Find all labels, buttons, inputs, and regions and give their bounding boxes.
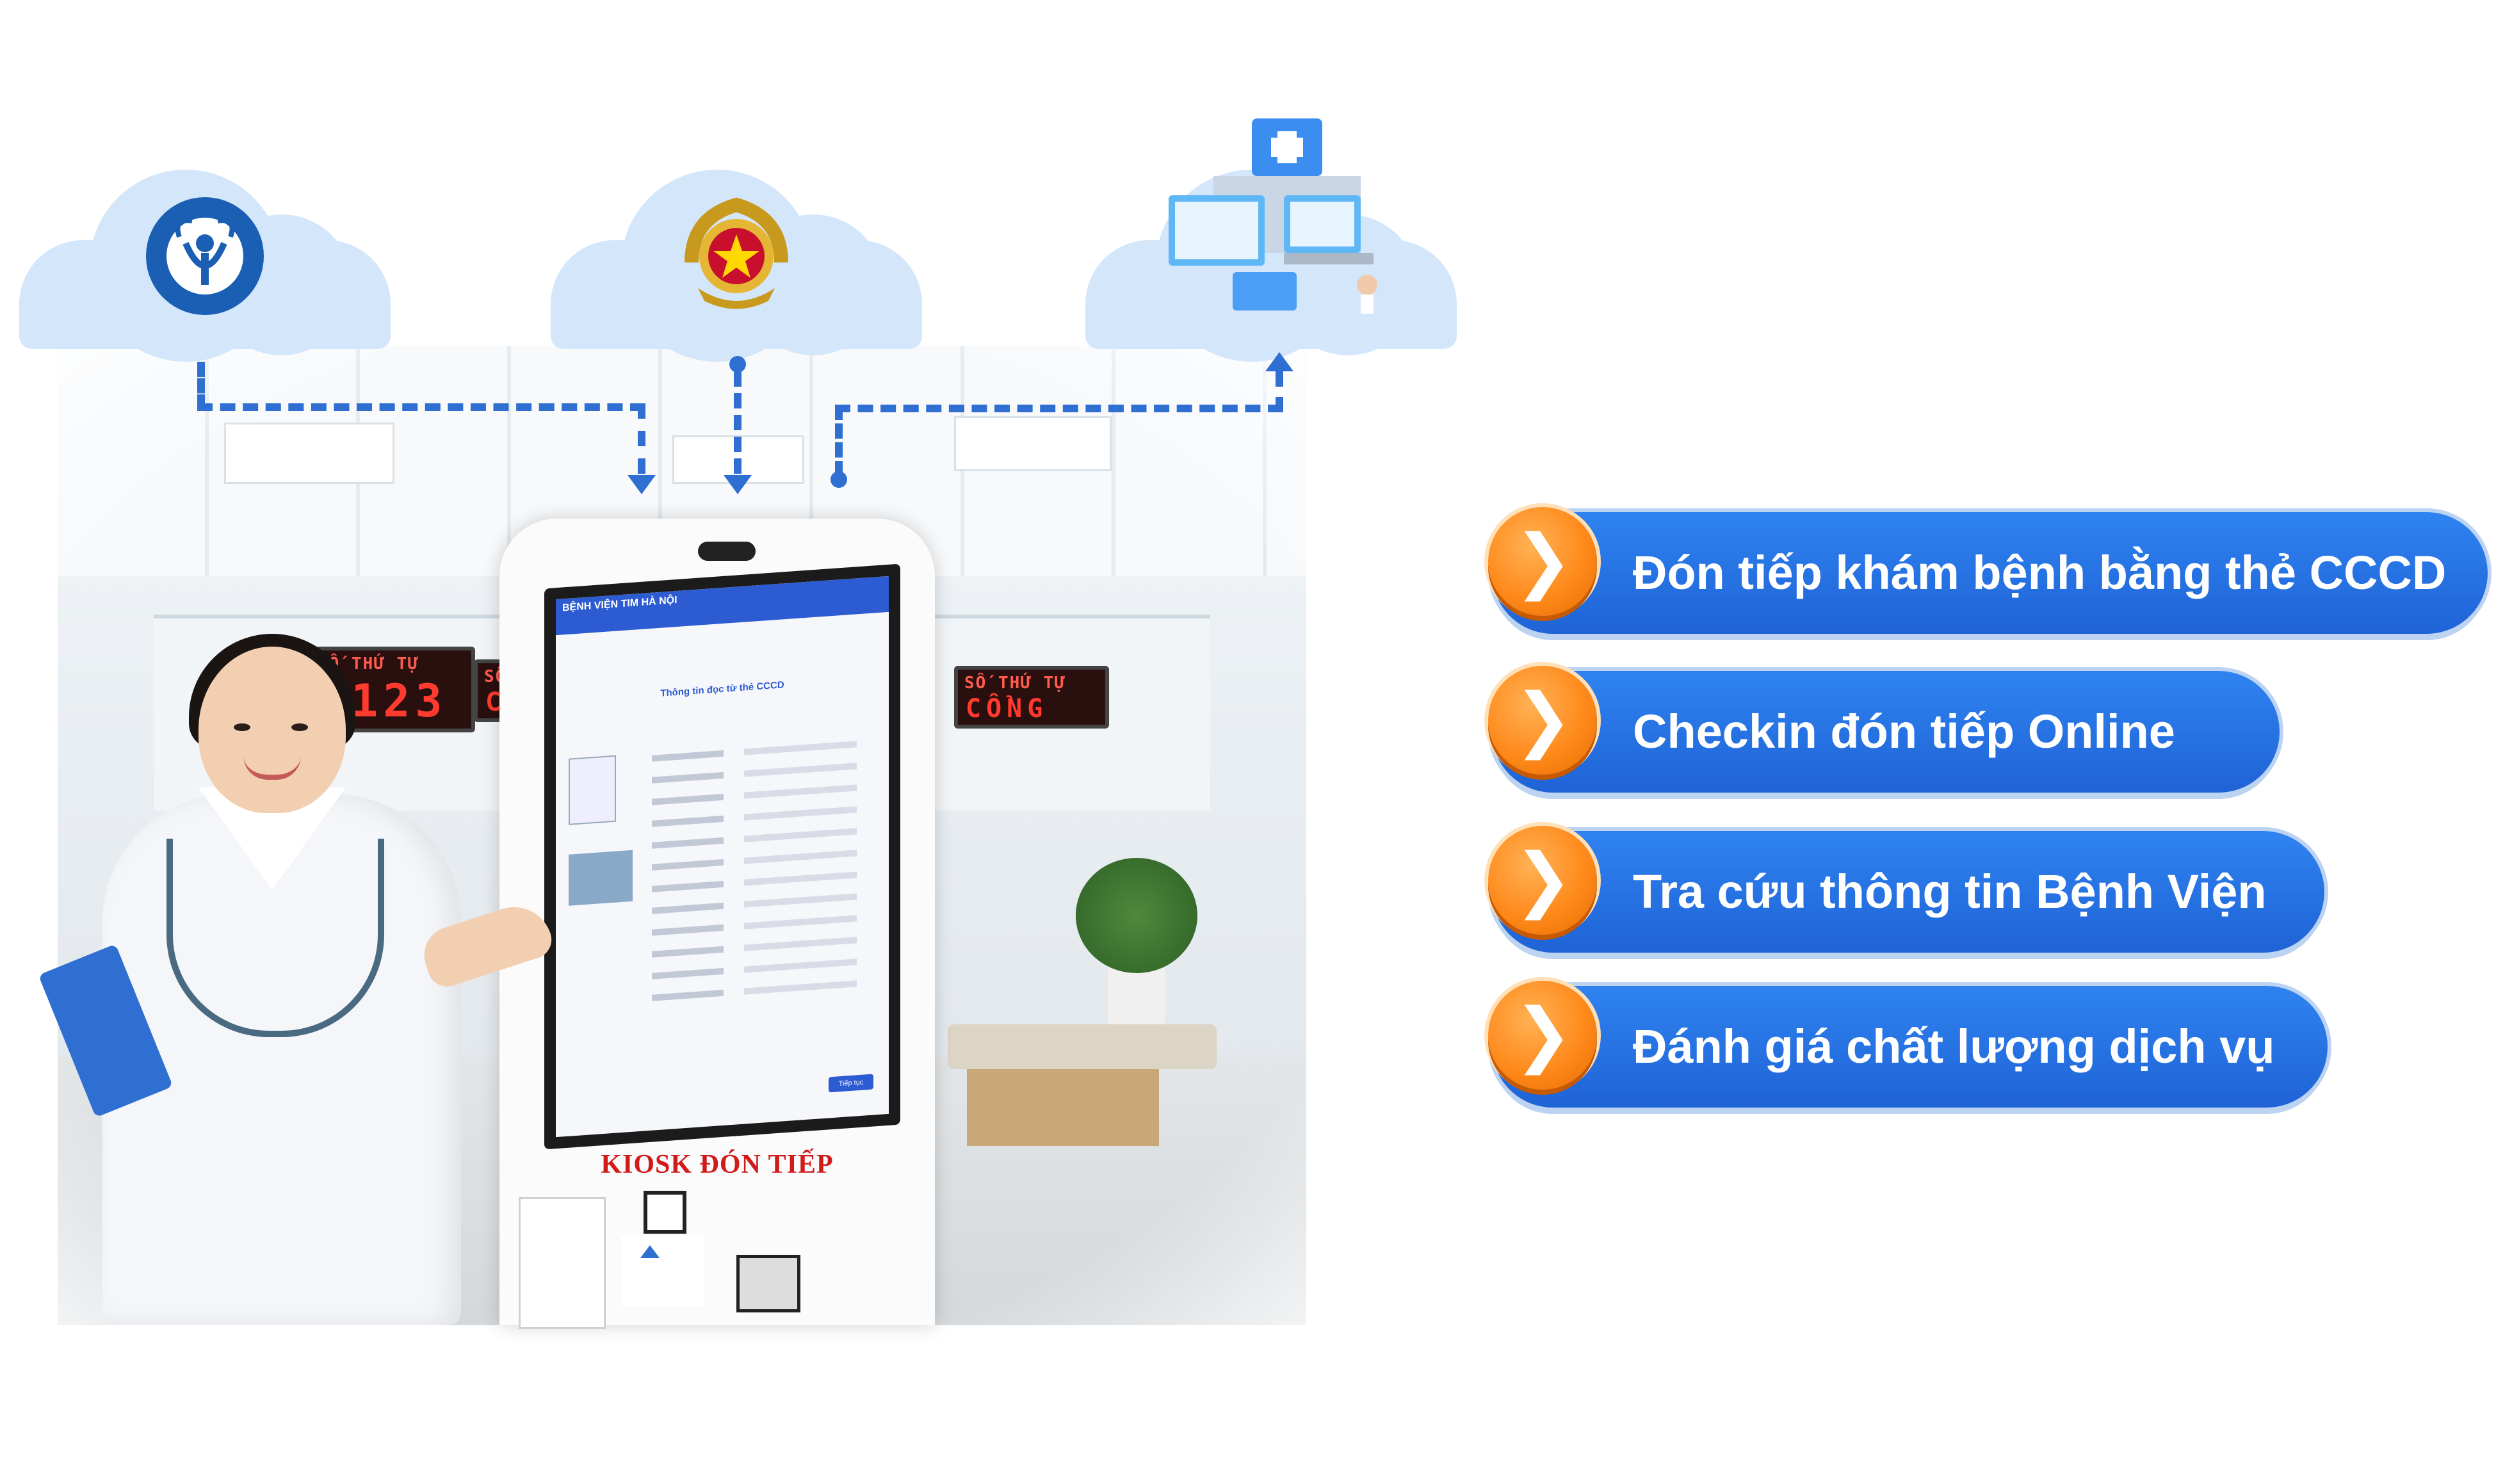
bench-base [967, 1069, 1159, 1146]
feature-hospital-lookup[interactable]: ❯ Tra cứu thông tin Bệnh Viện [1488, 826, 2324, 953]
arrow-up-icon [1265, 352, 1293, 371]
id-info-fields [652, 725, 857, 1016]
feature-cccd-checkin[interactable]: ❯ Đón tiếp khám bệnh bằng thẻ CCCD [1488, 507, 2488, 634]
connector-line [197, 362, 205, 410]
chevron-right-icon: ❯ [1488, 666, 1597, 775]
feature-label: Tra cứu thông tin Bệnh Viện [1633, 865, 2267, 918]
led-board-value: CỔNG [966, 694, 1048, 723]
connector-line [638, 403, 645, 474]
feature-label: Đánh giá chất lượng dịch vụ [1633, 1020, 2275, 1073]
police-emblem-icon [685, 197, 788, 309]
ceiling-light [954, 416, 1112, 471]
chevron-right-icon: ❯ [1488, 981, 1597, 1090]
connector-line [835, 405, 843, 476]
hospital-system-icon [1169, 118, 1377, 314]
kiosk-label: KIOSK ĐÓN TIẾP [601, 1150, 834, 1179]
camera-icon [698, 542, 756, 561]
connector-line [835, 405, 1283, 412]
ceiling-light [224, 423, 394, 484]
feature-label: Checkin đón tiếp Online [1633, 705, 2175, 758]
social-insurance-logo-icon [146, 197, 264, 315]
feature-online-checkin[interactable]: ❯ Checkin đón tiếp Online [1488, 666, 2280, 793]
hospital-system-cloud [1085, 118, 1457, 362]
waiting-bench [948, 1024, 1217, 1069]
nfc-icon [640, 1245, 660, 1258]
chevron-right-icon: ❯ [1488, 826, 1597, 935]
feature-label: Đón tiếp khám bệnh bằng thẻ CCCD [1633, 546, 2447, 599]
connector-line [1276, 371, 1283, 412]
stethoscope-icon [166, 839, 384, 1037]
connector-dot [729, 356, 746, 373]
kiosk-machine: BỆNH VIỆN TIM HÀ NỘI Thông tin đọc từ th… [499, 519, 935, 1329]
led-board-header: SỐ THỨ TỰ [964, 673, 1066, 693]
chevron-right-icon: ❯ [1488, 507, 1597, 616]
id-card-image [569, 755, 616, 825]
police-cloud [551, 157, 922, 362]
doctor-figure [38, 634, 557, 1325]
arrow-down-icon [628, 475, 656, 494]
feature-service-rating[interactable]: ❯ Đánh giá chất lượng dịch vụ [1488, 981, 2328, 1108]
portrait-photo [569, 850, 633, 906]
printer-slot-icon [736, 1255, 800, 1312]
card-reader-panel [519, 1197, 606, 1329]
qr-scanner-icon [644, 1191, 686, 1234]
continue-button[interactable]: Tiếp tục [829, 1074, 873, 1093]
social-insurance-cloud [19, 157, 391, 362]
arrow-down-icon [724, 475, 752, 494]
connector-line [197, 403, 645, 411]
connector-line [734, 371, 741, 474]
led-queue-board: SỐ THỨ TỰ CỔNG [954, 666, 1109, 729]
nfc-reader-panel [621, 1236, 704, 1306]
face [199, 647, 346, 813]
plant [1076, 858, 1197, 973]
screen-title: Thông tin đọc từ thẻ CCCD [660, 679, 784, 699]
kiosk-screen: BỆNH VIỆN TIM HÀ NỘI Thông tin đọc từ th… [544, 563, 900, 1150]
